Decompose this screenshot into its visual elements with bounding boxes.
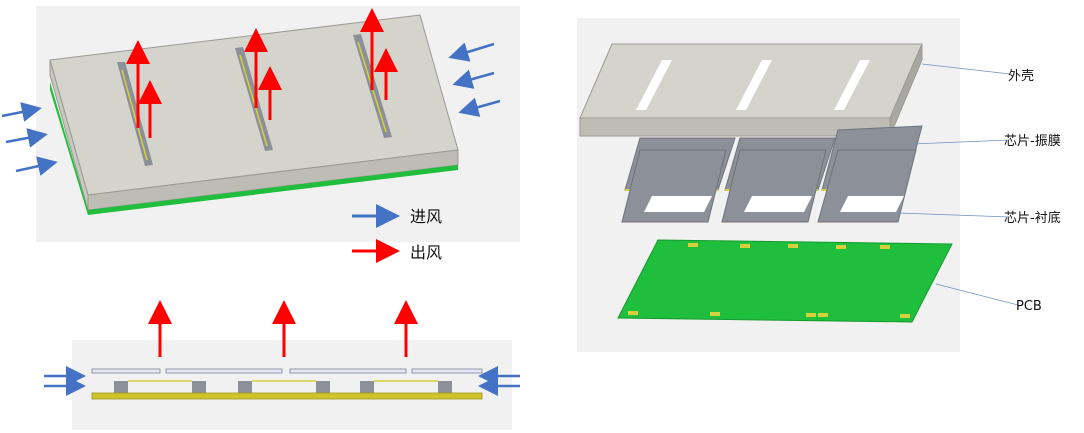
cross-section-panel (44, 300, 520, 430)
exploded-housing-slot (736, 60, 772, 110)
label-chip-substrate: 芯片-衬底 (1004, 210, 1061, 226)
label-housing: 外壳 (1008, 69, 1034, 84)
pcb-pad (788, 244, 798, 248)
leader-chip-substrate (897, 212, 1011, 218)
pcb-edge (50, 82, 458, 215)
chip-substrate-window (644, 196, 712, 212)
leader-housing (921, 63, 1011, 75)
exploded-housing-slot (636, 60, 672, 110)
section-substrate-block (114, 381, 128, 393)
pcb-pad (900, 314, 910, 318)
exploded-housing-top (579, 43, 923, 119)
housing-slot-2 (235, 47, 273, 151)
pcb-pad (628, 311, 638, 315)
label-chip-membrane: 芯片-振膜 (1004, 134, 1061, 149)
section-housing-segment (165, 368, 283, 374)
pcb-pad (740, 244, 750, 248)
inflow-arrow (458, 97, 501, 117)
section-substrate-block (316, 381, 330, 393)
inflow-arrow (448, 42, 495, 62)
pcb-pads (628, 243, 910, 318)
section-substrate-block (192, 381, 206, 393)
outflow-arrows-assembled (126, 8, 398, 138)
chip-substrate-window (840, 196, 904, 212)
section-housing-segment (411, 368, 483, 374)
pcb-pad (688, 243, 698, 247)
pcb-pad (818, 313, 828, 317)
section-substrate-block (360, 381, 374, 393)
legend-inflow-label: 进风 (410, 207, 442, 226)
section-housing-segment (289, 368, 407, 374)
leader-chip-membrane (911, 139, 1011, 145)
exploded-housing-slot (834, 60, 870, 110)
legend: 进风 出风 (352, 204, 442, 263)
pcb-pad (836, 245, 846, 249)
inflow-arrow (5, 128, 48, 148)
section-substrate-block (438, 381, 452, 393)
exploded-view-panel: 外壳 芯片-振膜 芯片-衬底 PCB (577, 18, 1061, 352)
outflow-arrows-section (148, 300, 418, 357)
pcb-pad (710, 312, 720, 316)
inflow-arrow (15, 156, 58, 176)
pcb-pad (806, 313, 816, 317)
exploded-chip-substrates (621, 149, 917, 223)
inflow-arrow (1, 102, 42, 122)
chip-substrate-window (744, 196, 812, 212)
label-pcb: PCB (1016, 299, 1042, 314)
section-housing-segment (91, 368, 161, 374)
pcb-pad (880, 245, 890, 249)
inflow-arrows-assembled (1, 42, 501, 176)
section-substrate-blocks (114, 381, 452, 393)
leader-lines (897, 63, 1019, 306)
pcb-board (617, 239, 953, 323)
section-pcb (91, 392, 483, 400)
legend-outflow-label: 出风 (410, 243, 442, 262)
inflow-arrow (452, 69, 495, 89)
inflow-arrows-section (44, 366, 520, 396)
section-substrate-block (238, 381, 252, 393)
exploded-housing (579, 43, 923, 137)
leader-pcb (935, 283, 1019, 306)
slot-pad-1 (121, 69, 148, 161)
slot-pad-2 (239, 54, 268, 147)
assembled-view-panel: 进风 出风 (1, 6, 520, 263)
exploded-pcb (617, 239, 953, 323)
